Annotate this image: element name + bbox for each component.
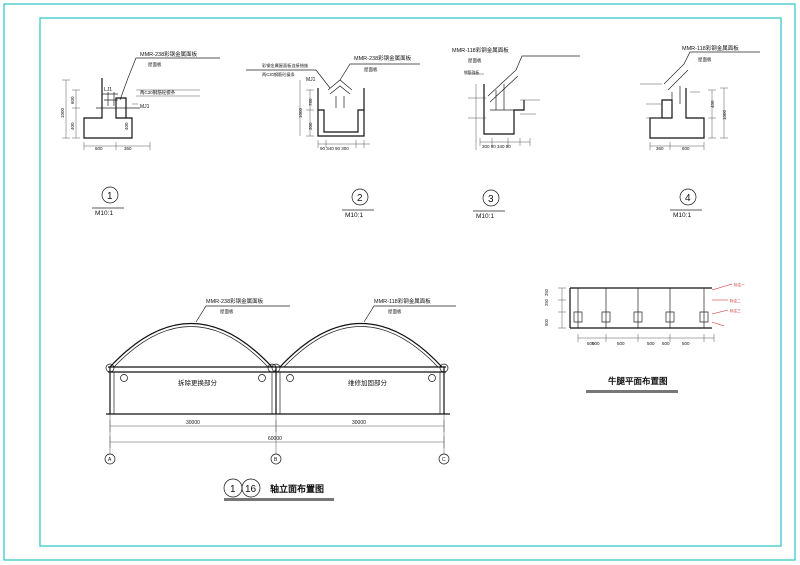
elevation-callout-left-sub: 屋面板	[220, 308, 234, 315]
elevation-title: 轴立面布置图	[270, 483, 324, 494]
detail-4-scale: M10:1	[673, 212, 691, 219]
plan-title-bar	[586, 390, 678, 393]
elevation-title-bar	[224, 498, 334, 501]
detail-2-callout-sub: 屋面板	[364, 66, 378, 73]
detail-4-dim-w2: 600	[682, 146, 690, 151]
plan-dim-1: 500	[587, 341, 595, 346]
plan-dim-left-2: 250	[544, 298, 549, 306]
axis-label-b: B	[274, 457, 278, 463]
elevation-zone-right: 维修加固部分	[348, 378, 388, 387]
elevation-zone-left: 拆除更换部分	[178, 378, 218, 387]
detail-1: MMR-238彩钢金属面板 屋面板 两C20钢筋砼檩条 LJ1 MJ1 600 …	[60, 50, 220, 217]
elevation-dim-total: 60000	[268, 436, 282, 442]
detail-1-callout-sub2: 两C20钢筋砼檩条	[140, 89, 176, 96]
axis-label-a: A	[108, 457, 112, 463]
detail-3-dim-w: 300 90 340 90	[482, 144, 511, 149]
detail-4-marker	[679, 188, 697, 206]
detail-1-callout-main: MMR-238彩钢金属面板	[140, 50, 198, 58]
axis-marker-c	[438, 453, 450, 465]
detail-1-scale: M10:1	[95, 210, 113, 217]
detail-3-number: 3	[488, 194, 494, 205]
detail-4-dim-h2: 1000	[722, 109, 727, 120]
detail-2-dim-h1: 1000	[298, 107, 303, 118]
inner-frame	[39, 17, 782, 547]
detail-2-label-mj: MJ1	[306, 77, 316, 83]
detail-3: MMR-118彩钢金属面板 屋面板 钢筋锚板 300 90 340 90 3 M…	[452, 46, 580, 220]
detail-3-callout-main: MMR-118彩钢金属面板	[452, 46, 509, 54]
detail-2-marker	[351, 188, 369, 206]
detail-2-callout-sub3: 两C20钢筋砼檩条	[262, 71, 296, 78]
detail-3-callout-side: 钢筋锚板	[464, 70, 479, 75]
elevation-sheet: 16	[245, 484, 257, 495]
elevation-callout-right: MMR-118彩钢金属面板	[374, 297, 431, 305]
detail-4-callout-main: MMR-118彩钢金属面板	[682, 44, 739, 52]
elevation-callout-right-sub: 屋面板	[388, 308, 402, 315]
plan-dim-3: 500	[647, 341, 655, 346]
axis-marker-b	[270, 453, 282, 465]
elevation-drawing: MMR-238彩钢金属面板 屋面板 MMR-118彩钢金属面板 屋面板 拆除更换…	[104, 297, 456, 501]
detail-1-number: 1	[107, 191, 113, 202]
axis-label-c: C	[442, 457, 446, 463]
plan-tag-1: 标注一	[734, 282, 745, 287]
detail-1-dim-r1: 400	[124, 122, 129, 130]
detail-4: MMR-118彩钢金属面板 屋面板 400 1000 360 600 4 M10…	[640, 44, 760, 219]
detail-3-scale: M10:1	[476, 213, 494, 220]
elevation-callout-left: MMR-238彩钢金属面板	[206, 297, 264, 305]
plan-dim-6: 500	[592, 341, 600, 346]
plan-dim-2: 500	[617, 341, 625, 346]
detail-2-dim-w: 90 340 90 300	[320, 146, 349, 151]
elevation-dim-left: 30000	[186, 420, 200, 426]
detail-2-dim-h3: 300	[308, 122, 313, 130]
plan-dim-5: 500	[682, 341, 690, 346]
detail-1-dim-h3: 400	[70, 122, 75, 130]
plan-title: 牛腿平面布置图	[608, 376, 668, 386]
plan-dim-left-1: 500	[544, 318, 549, 326]
detail-4-dim-h1: 400	[710, 100, 715, 108]
detail-3-marker	[482, 189, 500, 207]
detail-4-dim-w1: 360	[656, 146, 664, 151]
detail-2-callout-main: MMR-238彩钢金属面板	[354, 54, 412, 62]
outer-frame	[3, 3, 796, 561]
plan-tag-2: 标注二	[730, 298, 741, 303]
detail-1-label-mj: MJ1	[140, 104, 150, 110]
detail-1-dim-w1: 600	[95, 146, 103, 151]
detail-3-callout-sub: 屋面板	[468, 57, 482, 64]
detail-1-dim-h1: 600	[70, 96, 75, 104]
detail-2-scale: M10:1	[345, 212, 363, 219]
plan-dim-left-3: 250	[544, 288, 549, 296]
axis-marker-a	[104, 453, 116, 465]
plan-tag-3: 标注三	[730, 308, 741, 313]
detail-1-marker	[101, 186, 119, 204]
detail-2-dim-h2: 780	[308, 98, 313, 106]
detail-2: MMR-238彩钢金属面板 屋面板 彩钢金属屋面板连接措施 两C20钢筋砼檩条 …	[246, 54, 420, 219]
detail-2-callout-sub2: 彩钢金属屋面板连接措施	[262, 62, 309, 69]
elevation-dim-right: 30000	[352, 420, 366, 426]
elevation-number: 1	[230, 484, 236, 495]
detail-1-dim-h2: 1000	[60, 107, 65, 118]
plan-drawing: 500 250 250 500 500 500 500 500 500 标注一 …	[544, 282, 745, 393]
detail-1-label-lj: LJ1	[104, 87, 112, 93]
detail-4-number: 4	[685, 193, 691, 204]
detail-1-dim-w2: 360	[124, 146, 132, 151]
detail-1-callout-sub: 屋面板	[148, 61, 162, 68]
elevation-sheet-marker	[241, 478, 261, 498]
detail-2-number: 2	[357, 193, 363, 204]
detail-4-callout-sub: 屋面板	[698, 56, 712, 63]
plan-dim-4: 500	[662, 341, 670, 346]
